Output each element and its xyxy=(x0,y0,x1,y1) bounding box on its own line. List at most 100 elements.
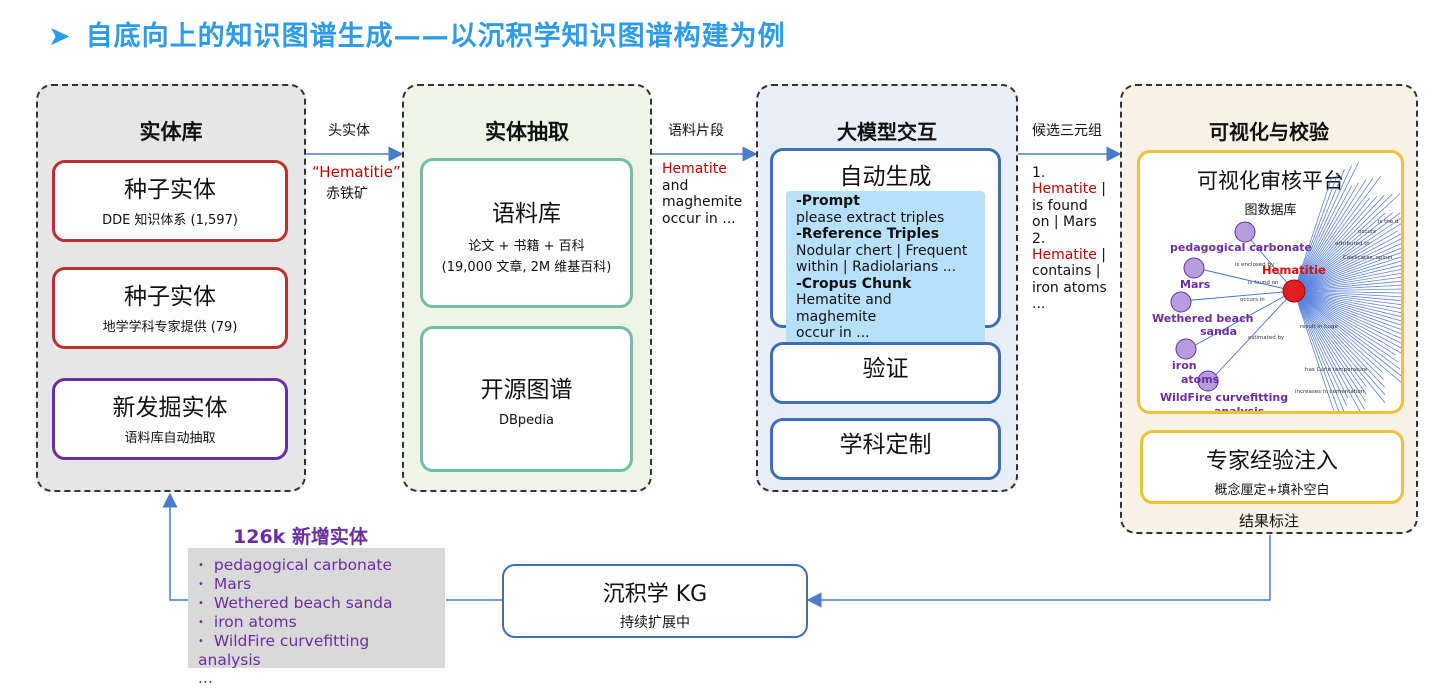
prompt-line: Nodular chert | Frequent xyxy=(796,242,968,259)
edge-label-result-in-huge: result in huge xyxy=(1300,324,1339,330)
graph-edge xyxy=(1293,290,1401,314)
graph-edge xyxy=(1293,290,1340,411)
graph-edge xyxy=(1293,290,1401,383)
graph-edge xyxy=(1293,260,1401,292)
seed-entity-expert-box: 种子实体 地学学科专家提供 (79) xyxy=(52,267,288,349)
graph-edge xyxy=(1293,256,1401,292)
graph-edge xyxy=(1293,168,1345,292)
graph-node xyxy=(1197,370,1219,392)
graph-edge xyxy=(1293,212,1393,292)
graph-edge xyxy=(1293,195,1378,292)
panel-entity-library-title: 实体库 xyxy=(139,120,203,144)
edge-label-occurs-in: occurs in xyxy=(1240,297,1265,303)
new-entities-list: pedagogical carbonate Mars Wethered beac… xyxy=(188,548,445,687)
seed-entity-dde-box: 种子实体 DDE 知识体系 (1,597) xyxy=(52,160,288,242)
head-entity-label: 头实体 xyxy=(328,123,370,139)
graph-edge xyxy=(1293,212,1386,292)
prompt-line: Hematite and maghemite xyxy=(796,292,892,325)
edge-label-fragment: is the d xyxy=(1378,219,1398,225)
fragment-line: Hematite xyxy=(662,161,727,177)
graph-edge xyxy=(1293,290,1386,396)
graph-edge xyxy=(1293,290,1401,326)
prompt-line: -Cropus Chunk xyxy=(796,275,912,292)
open-kg-name: 开源图谱 xyxy=(480,377,573,403)
edge-label-cementation: increases in cementation xyxy=(1295,389,1365,395)
auto-generate-box: 自动生成 -Prompt please extract triples -Ref… xyxy=(770,148,1001,344)
graph-edge xyxy=(1293,217,1401,292)
graph-edge xyxy=(1293,182,1359,292)
edge-label-is-enclosed-by: is enclosed by xyxy=(1235,262,1275,268)
graph-edge xyxy=(1293,193,1401,292)
graph-edge xyxy=(1293,233,1401,292)
graph-edge xyxy=(1293,290,1401,344)
graph-edge xyxy=(1293,230,1399,292)
corpus-name: 语料库 xyxy=(492,201,561,227)
expert-injection-title: 专家经验注入 xyxy=(1205,449,1338,474)
list-item: Wethered beach sanda xyxy=(198,594,435,613)
graph-edge xyxy=(1293,179,1367,292)
list-item-more: ... xyxy=(198,669,213,687)
knowledge-graph-viz: is the d occurs attributed to Casilicate… xyxy=(1152,162,1401,411)
graph-node-label: atoms xyxy=(1181,373,1220,386)
title-arrow-icon: ➤ xyxy=(48,21,72,52)
graph-edge xyxy=(1293,290,1396,356)
graph-node-label: analysis xyxy=(1214,405,1265,411)
prompt-line: occur in ... xyxy=(796,325,870,341)
verify-box: 验证 xyxy=(770,342,1001,404)
edge-label-fragment: Casilicates, spinel xyxy=(1343,255,1393,261)
graph-edge xyxy=(1293,185,1353,292)
graph-center-node xyxy=(1282,279,1306,303)
graph-edge xyxy=(1293,290,1386,403)
candidate-triples-text: 1. Hematite | is found on | Mars 2. Hema… xyxy=(1032,165,1107,313)
graph-edge-labels: is the d occurs attributed to Casilicate… xyxy=(1235,219,1398,395)
graph-edge xyxy=(1293,172,1339,292)
graph-edge xyxy=(1293,193,1393,292)
list-item: Mars xyxy=(198,575,435,594)
graph-node-label: pedagogical carbonate xyxy=(1170,241,1312,254)
graph-edge xyxy=(1293,290,1401,335)
triple-line: Hematite | xyxy=(1032,247,1107,264)
graph-named-edges xyxy=(1181,232,1295,382)
graph-edge xyxy=(1293,290,1349,399)
triple-line: on | Mars xyxy=(1032,214,1097,231)
graph-edge xyxy=(1293,272,1401,292)
triple-line: ... xyxy=(1032,296,1046,313)
triple-line: is found xyxy=(1032,197,1088,214)
discipline-custom-label: 学科定制 xyxy=(839,432,932,458)
seed-entity-dde-name: 种子实体 xyxy=(124,177,216,203)
edge-label-fragment: attributed to xyxy=(1335,241,1370,247)
graph-node xyxy=(1170,291,1192,313)
prompt-line: within | Radiolarians ... xyxy=(796,259,957,275)
prompt-block: -Prompt please extract triples -Referenc… xyxy=(786,191,985,344)
corpus-desc: 论文 + 书籍 + 百科 xyxy=(468,238,585,254)
kg-name: 沉积学 KG xyxy=(602,582,708,607)
seed-entity-expert-name: 种子实体 xyxy=(124,284,216,310)
auto-generate-title: 自动生成 xyxy=(839,164,932,190)
triple-line: 2. xyxy=(1032,230,1046,247)
graph-edge xyxy=(1293,290,1335,411)
viz-platform-title: 可视化审核平台 xyxy=(1197,169,1344,193)
graph-edges-fan xyxy=(1293,162,1401,411)
new-entity-box: 新发掘实体 语料库自动抽取 xyxy=(52,378,288,460)
graph-edge xyxy=(1293,290,1401,310)
graph-node-label: sanda xyxy=(1200,325,1237,338)
chitieku-label: 赤铁矿 xyxy=(326,186,368,202)
graph-edge xyxy=(1293,290,1401,377)
graph-edge xyxy=(1293,290,1401,322)
fragment-line: maghemite xyxy=(662,194,743,210)
list-item: iron atoms xyxy=(198,613,435,632)
graph-edge xyxy=(1293,290,1367,395)
corpus-fragment-label: 语料片段 xyxy=(668,123,724,139)
graph-edge xyxy=(1293,290,1401,306)
verify-label: 验证 xyxy=(862,356,909,382)
prompt-line: please extract triples xyxy=(796,209,945,226)
graph-edge xyxy=(1293,290,1401,330)
corpus-desc2: (19,000 文章, 2M 维基百科) xyxy=(441,259,612,275)
list-item: WildFire curvefitting analysis xyxy=(198,632,435,669)
graph-edge xyxy=(1293,197,1371,292)
graph-edge xyxy=(1293,290,1367,387)
hematitie-label: “Hematitie” xyxy=(312,163,401,181)
graph-edge xyxy=(1293,223,1401,292)
graph-edge xyxy=(1293,252,1401,292)
graph-node xyxy=(1175,338,1197,360)
